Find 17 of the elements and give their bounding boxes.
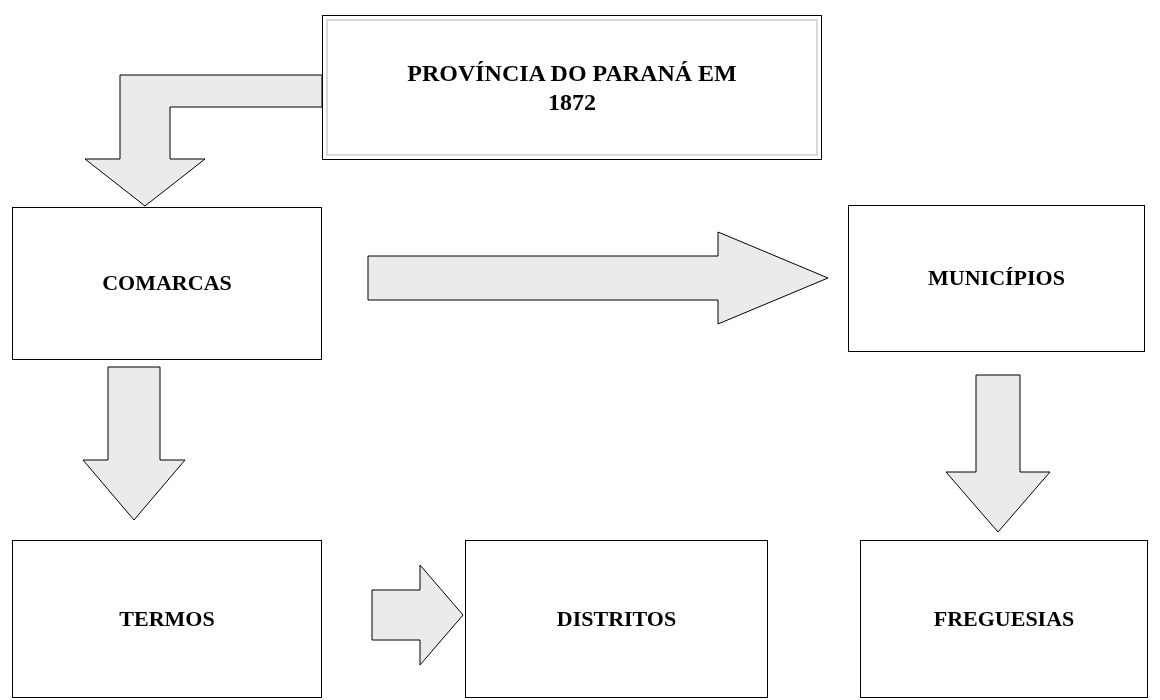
box-label: TERMOS <box>119 605 215 633</box>
category-box <box>860 540 1148 698</box>
box-label: FREGUESIAS <box>933 605 1075 633</box>
box-label: MUNICÍPIOS <box>928 265 1065 292</box>
block-arrow <box>82 366 186 521</box>
category-box <box>12 540 322 698</box>
block-arrow <box>84 74 323 207</box>
category-box <box>12 207 322 360</box>
box-label: PROVÍNCIA DO PARANÁ EM 1872 <box>406 58 738 117</box>
category-box <box>848 205 1145 352</box>
title-box <box>322 15 822 160</box>
box-label: COMARCAS <box>102 270 232 297</box>
block-arrow <box>367 231 829 325</box>
block-arrow <box>945 374 1051 533</box>
category-box <box>465 540 768 698</box>
box-label: DISTRITOS <box>556 605 677 633</box>
block-arrow <box>371 564 464 666</box>
